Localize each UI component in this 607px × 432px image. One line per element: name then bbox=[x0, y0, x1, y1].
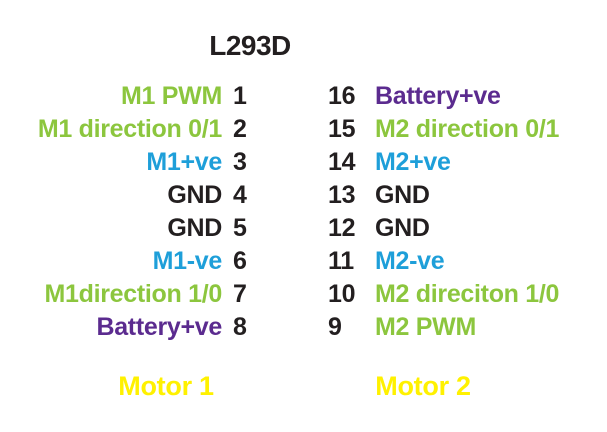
pin-row: GND 4 13 GND bbox=[0, 179, 607, 212]
pin-row: M1+ve 3 14 M2+ve bbox=[0, 146, 607, 179]
pin-label-right: M2 direction 0/1 bbox=[375, 115, 560, 143]
pin-row: M1 direction 0/1 2 15 M2 direction 0/1 bbox=[0, 113, 607, 146]
pin-label-right: Battery+ve bbox=[375, 82, 501, 110]
pin-number-right: 13 bbox=[328, 181, 356, 209]
pin-number-right: 15 bbox=[328, 115, 356, 143]
pin-label-left: M1+ve bbox=[146, 148, 222, 176]
pin-row: M1-ve 6 11 M2-ve bbox=[0, 245, 607, 278]
pin-number-left: 2 bbox=[233, 115, 247, 143]
pin-number-left: 5 bbox=[233, 214, 247, 242]
pin-number-left: 4 bbox=[233, 181, 247, 209]
motor2-label: Motor 2 bbox=[375, 371, 471, 401]
pin-row: M1 PWM 1 16 Battery+ve bbox=[0, 80, 607, 113]
pin-label-right: GND bbox=[375, 214, 430, 242]
pin-label-right: M2 PWM bbox=[375, 313, 476, 341]
pin-row: GND 5 12 GND bbox=[0, 212, 607, 245]
pin-label-left: M1direction 1/0 bbox=[44, 280, 223, 308]
pin-number-right: 14 bbox=[328, 148, 356, 176]
pin-label-right: M2+ve bbox=[375, 148, 451, 176]
pin-number-right: 16 bbox=[328, 82, 356, 110]
pin-row: Battery+ve 8 9 M2 PWM bbox=[0, 311, 607, 344]
pin-label-left: GND bbox=[167, 181, 222, 209]
pin-number-left: 3 bbox=[233, 148, 247, 176]
pin-row: M1direction 1/0 7 10 M2 direciton 1/0 bbox=[0, 278, 607, 311]
pin-number-left: 8 bbox=[233, 313, 247, 341]
pin-number-right: 9 bbox=[328, 313, 342, 341]
chip-title: L293D bbox=[209, 30, 291, 61]
pin-number-right: 12 bbox=[328, 214, 356, 242]
pin-number-left: 6 bbox=[233, 247, 247, 275]
pin-label-right: GND bbox=[375, 181, 430, 209]
pin-label-right: M2-ve bbox=[375, 247, 445, 275]
pin-label-left: M1 PWM bbox=[121, 82, 222, 110]
pin-label-left: M1-ve bbox=[152, 247, 223, 275]
pin-label-left: GND bbox=[167, 214, 222, 242]
pin-number-left: 1 bbox=[233, 82, 247, 110]
pin-label-left: M1 direction 0/1 bbox=[37, 115, 222, 143]
pin-label-right: M2 direciton 1/0 bbox=[375, 280, 560, 308]
pin-label-left: Battery+ve bbox=[96, 313, 222, 341]
pin-number-right: 10 bbox=[328, 280, 356, 308]
motor1-label: Motor 1 bbox=[118, 371, 214, 401]
pin-number-left: 7 bbox=[233, 280, 247, 308]
pin-number-right: 11 bbox=[328, 247, 354, 275]
